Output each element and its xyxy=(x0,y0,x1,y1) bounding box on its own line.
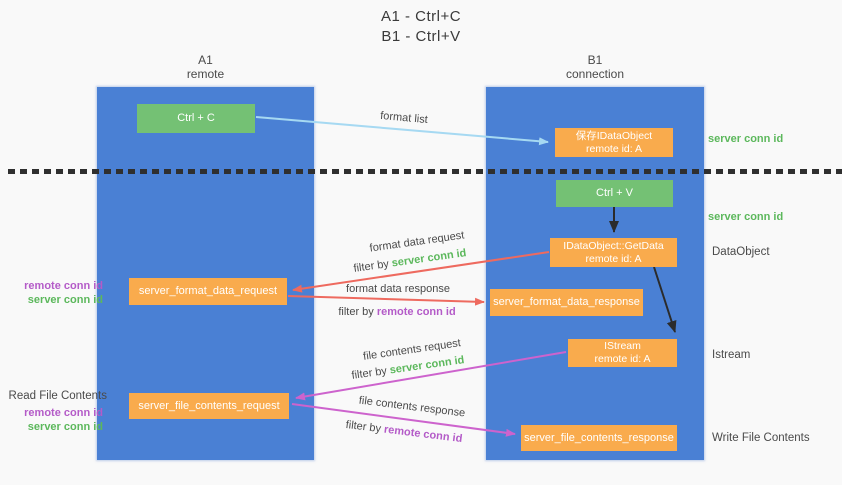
column-b1-subtitle: connection xyxy=(565,67,625,81)
server-conn-id-label-1: server conn id xyxy=(27,294,103,306)
filter-by-remote-conn-id-label-1: filter by remote conn id xyxy=(338,306,455,318)
copy-paste-divider-line xyxy=(8,169,842,174)
filter-prefix: filter by xyxy=(352,257,393,275)
filter-by-remote-conn-id-label-2: filter by remote conn id xyxy=(345,419,463,445)
save-dataobject-line1: 保存IDataObject xyxy=(575,129,653,142)
server-conn-id-annotation-mid: server conn id xyxy=(708,211,784,223)
remote-conn-id-label-1: remote conn id xyxy=(24,280,103,292)
format-data-response-label: format data response xyxy=(346,283,450,295)
save-dataobject-box: 保存IDataObject remote id: A xyxy=(555,128,673,157)
server-file-contents-response-box: server_file_contents_response xyxy=(521,425,677,451)
server-format-data-response-box: server_format_data_response xyxy=(490,289,643,316)
filter-prefix: filter by xyxy=(350,364,391,382)
format-list-label: format list xyxy=(379,109,429,127)
server-conn-id-text: server conn id xyxy=(390,247,468,270)
filter-prefix: filter by xyxy=(345,418,385,436)
read-file-contents-annotation: Read File Contents xyxy=(8,390,107,402)
server-file-contents-request-label: server_file_contents_request xyxy=(138,399,280,412)
title-line2: B1 - Ctrl+V xyxy=(381,28,461,45)
remote-conn-id-text: remote conn id xyxy=(383,423,463,446)
getdata-line1: IDataObject::GetData xyxy=(563,239,664,252)
remote-conn-id-label-2: remote conn id xyxy=(24,407,103,419)
istream-box: IStream remote id: A xyxy=(568,339,677,367)
column-header-b1: B1 connection xyxy=(486,53,704,81)
ctrl-c-label: Ctrl + C xyxy=(177,112,215,124)
istream-line1: IStream xyxy=(604,340,641,352)
column-a1-name: A1 xyxy=(198,53,213,67)
format-data-response-arrow xyxy=(287,295,485,306)
server-file-contents-response-label: server_file_contents_response xyxy=(524,431,674,444)
left-conn-id-pair-1: remote conn id server conn id xyxy=(0,279,103,307)
server-conn-id-annotation-top: server conn id xyxy=(708,133,784,145)
write-file-contents-annotation: Write File Contents xyxy=(712,432,810,444)
ctrl-v-box: Ctrl + V xyxy=(556,180,673,207)
title-line1: A1 - Ctrl+C xyxy=(380,8,462,25)
server-file-contents-request-box: server_file_contents_request xyxy=(129,393,289,419)
istream-annotation: Istream xyxy=(712,349,751,361)
server-conn-id-label-2: server conn id xyxy=(27,421,103,433)
server-format-data-response-label: server_format_data_response xyxy=(493,296,640,308)
getdata-line2: remote id: A xyxy=(585,252,642,265)
ctrl-v-label: Ctrl + V xyxy=(596,187,633,199)
istream-line2: remote id: A xyxy=(594,353,651,365)
column-b1-name: B1 xyxy=(587,53,603,67)
ctrl-c-box: Ctrl + C xyxy=(137,104,255,133)
left-conn-id-pair-2: remote conn id server conn id xyxy=(0,406,103,434)
filter-prefix: filter by xyxy=(338,306,377,318)
column-a1-subtitle: remote xyxy=(186,67,225,81)
diagram-title: A1 - Ctrl+C B1 - Ctrl+V xyxy=(0,7,842,47)
save-dataobject-line2: remote id: A xyxy=(585,142,643,155)
column-header-a1: A1 remote xyxy=(97,53,314,81)
remote-conn-id-text: remote conn id xyxy=(376,306,456,318)
idataobject-getdata-box: IDataObject::GetData remote id: A xyxy=(550,238,677,267)
server-format-data-request-label: server_format_data_request xyxy=(138,285,278,297)
dataobject-annotation: DataObject xyxy=(712,246,770,258)
server-format-data-request-box: server_format_data_request xyxy=(129,278,287,305)
file-contents-response-label: file contents response xyxy=(358,394,466,420)
